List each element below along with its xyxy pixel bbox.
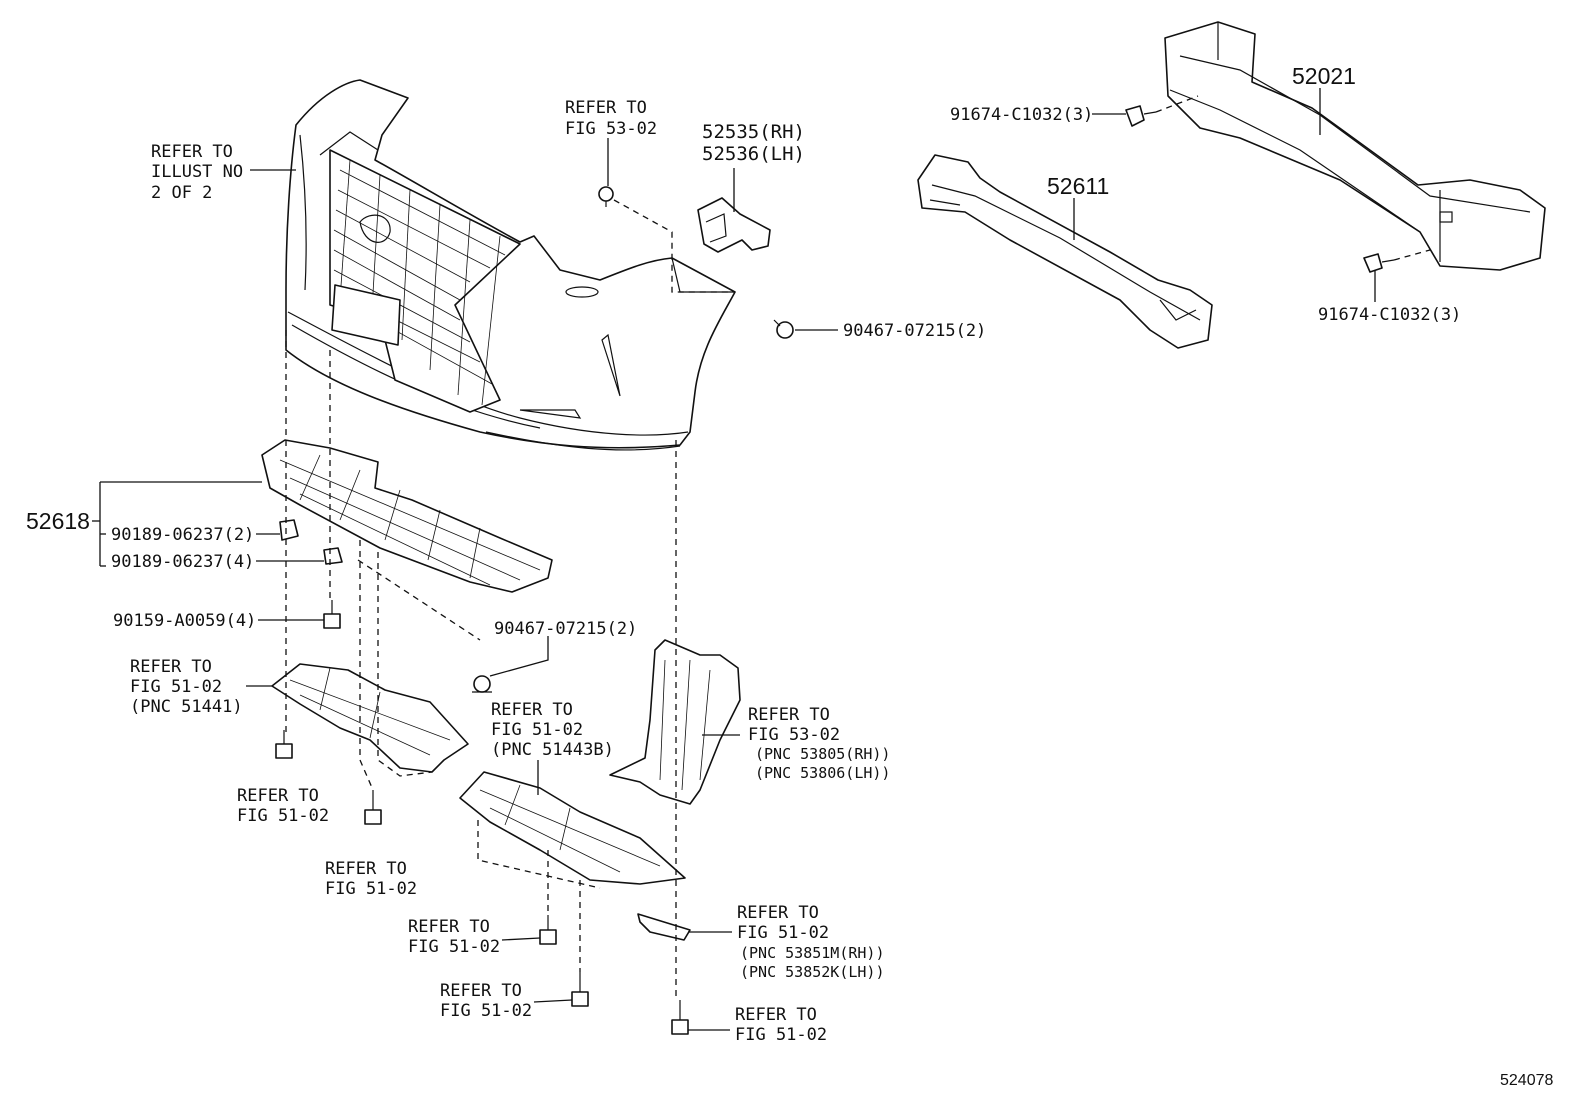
callout-refer-bolt-d: REFER TO FIG 51-02	[440, 981, 532, 1021]
svg-text:REFER TO: REFER TO	[491, 700, 573, 720]
side-bracket	[697, 197, 771, 253]
svg-text:(PNC 53852K(LH)): (PNC 53852K(LH))	[740, 963, 885, 981]
svg-text:REFER TO: REFER TO	[151, 142, 233, 162]
bolt-a	[275, 730, 293, 759]
svg-text:FIG 51-02: FIG 51-02	[130, 677, 222, 697]
callout-refer-bolt-a: REFER TO FIG 51-02	[237, 786, 329, 826]
engine-under-cover-front	[271, 663, 469, 773]
svg-text:(PNC 53851M(RH)): (PNC 53851M(RH))	[740, 944, 885, 962]
nut-b	[323, 547, 343, 565]
bolt-top	[1125, 105, 1157, 127]
svg-text:REFER TO: REFER TO	[408, 917, 490, 937]
svg-text:REFER TO: REFER TO	[735, 1005, 817, 1025]
label-nut-a: 90189-06237(2)	[111, 525, 254, 545]
svg-text:REFER TO: REFER TO	[237, 786, 319, 806]
clip-right	[773, 319, 794, 339]
bolt-e	[671, 1000, 689, 1035]
energy-absorber	[917, 154, 1213, 349]
label-bolt-bottom: 91674-C1032(3)	[1318, 305, 1461, 325]
callout-refer-51441: REFER TO FIG 51-02 (PNC 51441)	[130, 657, 243, 717]
clip-lower	[472, 675, 492, 693]
svg-text:REFER TO: REFER TO	[737, 903, 819, 923]
svg-text:REFER TO: REFER TO	[440, 981, 522, 1001]
svg-text:(PNC 53806(LH)): (PNC 53806(LH))	[755, 764, 890, 782]
svg-text:FIG 51-02: FIG 51-02	[237, 806, 329, 826]
bumper-lower-cover	[261, 439, 553, 593]
callout-refer-illust: REFER TO ILLUST NO 2 OF 2	[151, 142, 243, 203]
label-bolt-top: 91674-C1032(3)	[950, 105, 1093, 125]
engine-under-cover-rear	[459, 771, 686, 885]
callout-refer-seal: REFER TO FIG 51-02 (PNC 53851M(RH)) (PNC…	[737, 903, 885, 981]
bolt-c	[539, 915, 557, 945]
leader-lines	[92, 88, 1376, 1031]
svg-text:REFER TO: REFER TO	[130, 657, 212, 677]
label-clip-lower: 90467-07215(2)	[494, 619, 637, 639]
bolt-d	[571, 972, 589, 1007]
label-nut-b: 90189-06237(4)	[111, 552, 254, 572]
bolt-b	[364, 790, 382, 825]
svg-text:FIG 51-02: FIG 51-02	[737, 923, 829, 943]
callout-refer-bolt-c: REFER TO FIG 51-02	[408, 917, 500, 957]
callout-refer-bolt-e: REFER TO FIG 51-02	[735, 1005, 827, 1045]
svg-text:REFER TO: REFER TO	[748, 705, 830, 725]
fender-liner	[609, 639, 741, 805]
label-screw: 90159-A0059(4)	[113, 611, 256, 631]
assembly-lines	[285, 95, 1431, 1000]
clip-top	[598, 186, 614, 207]
svg-text:(PNC 53805(RH)): (PNC 53805(RH))	[755, 745, 890, 763]
svg-text:FIG 51-02: FIG 51-02	[408, 937, 500, 957]
label-cover-assy: 52618	[26, 508, 90, 534]
svg-text:FIG 51-02: FIG 51-02	[735, 1025, 827, 1045]
svg-text:FIG 51-02: FIG 51-02	[491, 720, 583, 740]
screw	[323, 600, 341, 629]
callout-refer-fig53-top: REFER TO FIG 53-02	[565, 98, 657, 139]
label-bracket-rh: 52535(RH)	[702, 121, 805, 143]
bumper-reinforcement	[1164, 21, 1546, 271]
label-absorber: 52611	[1047, 173, 1109, 199]
nut-a	[279, 519, 299, 541]
svg-text:FIG 53-02: FIG 53-02	[565, 119, 657, 139]
svg-text:REFER TO: REFER TO	[565, 98, 647, 118]
svg-text:REFER TO: REFER TO	[325, 859, 407, 879]
svg-text:(PNC 51443B): (PNC 51443B)	[491, 740, 614, 760]
label-reinforcement: 52021	[1292, 63, 1356, 89]
svg-text:2 OF 2: 2 OF 2	[151, 183, 212, 203]
svg-text:FIG 51-02: FIG 51-02	[325, 879, 417, 899]
svg-text:FIG 51-02: FIG 51-02	[440, 1001, 532, 1021]
front-bumper-cover	[285, 79, 736, 451]
svg-text:ILLUST NO: ILLUST NO	[151, 162, 243, 182]
label-clip-right: 90467-07215(2)	[843, 321, 986, 341]
figure-id: 524078	[1500, 1072, 1553, 1089]
svg-text:(PNC 51441): (PNC 51441)	[130, 697, 243, 717]
callout-refer-bolt-b: REFER TO FIG 51-02	[325, 859, 417, 899]
bolt-bottom	[1363, 253, 1395, 273]
callout-refer-51443b: REFER TO FIG 51-02 (PNC 51443B)	[491, 700, 614, 760]
seal-plate	[637, 913, 691, 941]
callout-refer-liner: REFER TO FIG 53-02 (PNC 53805(RH)) (PNC …	[748, 705, 890, 782]
svg-text:FIG 53-02: FIG 53-02	[748, 725, 840, 745]
label-bracket-lh: 52536(LH)	[702, 143, 805, 165]
